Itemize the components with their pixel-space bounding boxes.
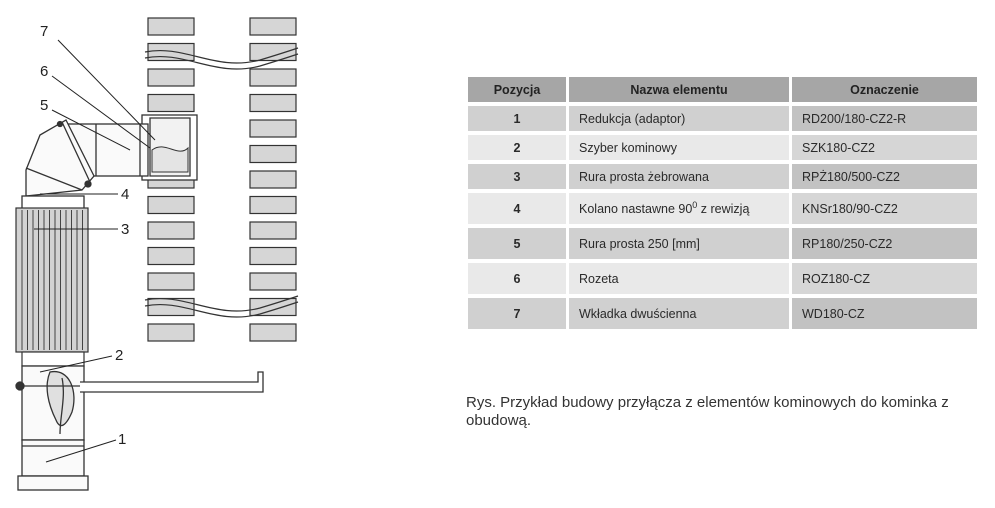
brick <box>147 272 195 291</box>
row-code: KNSr180/90-CZ2 <box>792 193 977 224</box>
brick <box>249 119 297 138</box>
brick <box>147 323 195 342</box>
row-name: Szyber kominowy <box>569 135 789 160</box>
brick <box>249 221 297 240</box>
degree-superscript: 0 <box>692 200 698 211</box>
brick <box>249 246 297 266</box>
table-row: 2 Szyber kominowy SZK180-CZ2 <box>468 135 977 160</box>
callout-numbers: 7 6 5 4 3 2 1 <box>40 23 129 448</box>
table-row: 5 Rura prosta 250 [mm] RP180/250-CZ2 <box>468 228 977 259</box>
row-code: RP180/250-CZ2 <box>792 228 977 259</box>
brick <box>249 195 297 215</box>
flue-damper <box>15 365 264 441</box>
ribbed-pipe <box>15 207 89 367</box>
brick <box>249 17 297 36</box>
row-name: Redukcja (adaptor) <box>569 106 789 131</box>
callout-5: 5 <box>40 97 48 114</box>
callout-2: 2 <box>115 347 123 364</box>
row-position: 1 <box>468 106 566 131</box>
reducer <box>17 439 89 491</box>
row-name-text: Kolano nastawne 90 <box>579 202 693 217</box>
row-name: Wkładka dwuścienna <box>569 298 789 329</box>
row-name-suffix: z rewizją <box>697 202 750 217</box>
row-position: 5 <box>468 228 566 259</box>
row-position: 6 <box>468 263 566 294</box>
adjustable-elbow <box>21 119 95 211</box>
column-header-name: Nazwa elementu <box>569 77 789 102</box>
row-position: 4 <box>468 193 566 224</box>
row-code: SZK180-CZ2 <box>792 135 977 160</box>
brick <box>249 323 297 342</box>
row-position: 2 <box>468 135 566 160</box>
brick <box>249 144 297 164</box>
wall-break-lines <box>144 47 299 318</box>
callout-6: 6 <box>40 63 48 80</box>
row-code: ROZ180-CZ <box>792 263 977 294</box>
brick <box>147 42 195 62</box>
row-name: Rozeta <box>569 263 789 294</box>
brick <box>249 68 297 87</box>
table-row: 7 Wkładka dwuścienna WD180-CZ <box>468 298 977 329</box>
brick <box>147 246 195 266</box>
brick <box>249 272 297 291</box>
row-name: Kolano nastawne 900 z rewizją <box>569 193 789 224</box>
figure-caption: Rys. Przykład budowy przyłącza z element… <box>466 394 949 429</box>
table-header-row: Pozycja Nazwa elementu Oznaczenie <box>468 77 977 102</box>
brick <box>249 42 297 62</box>
callout-7: 7 <box>40 23 48 40</box>
table-row: 1 Redukcja (adaptor) RD200/180-CZ2-R <box>468 106 977 131</box>
callout-3: 3 <box>121 221 129 238</box>
brick <box>147 195 195 215</box>
row-name: Rura prosta żebrowana <box>569 164 789 189</box>
double-wall-insert <box>141 114 198 181</box>
row-position: 7 <box>468 298 566 329</box>
row-code: RPŻ180/500-CZ2 <box>792 164 977 189</box>
callout-leader-lines <box>34 39 156 463</box>
callout-1: 1 <box>118 431 126 448</box>
column-header-code: Oznaczenie <box>792 77 977 102</box>
row-position: 3 <box>468 164 566 189</box>
row-code: WD180-CZ <box>792 298 977 329</box>
brick <box>147 93 195 113</box>
callout-4: 4 <box>121 186 129 203</box>
brick <box>147 68 195 87</box>
brick <box>249 297 297 317</box>
row-name: Rura prosta 250 [mm] <box>569 228 789 259</box>
table-row: 6 Rozeta ROZ180-CZ <box>468 263 977 294</box>
column-header-position: Pozycja <box>468 77 566 102</box>
brick <box>249 170 297 189</box>
chimney-connection-diagram: 7 6 5 4 3 2 1 <box>15 17 299 491</box>
brick <box>147 17 195 36</box>
brick <box>147 221 195 240</box>
table-row: 3 Rura prosta żebrowana RPŻ180/500-CZ2 <box>468 164 977 189</box>
parts-table: Pozycja Nazwa elementu Oznaczenie 1 Redu… <box>465 73 980 333</box>
row-code: RD200/180-CZ2-R <box>792 106 977 131</box>
brick <box>147 297 195 317</box>
brick <box>249 93 297 113</box>
table-row: 4 Kolano nastawne 900 z rewizją KNSr180/… <box>468 193 977 224</box>
